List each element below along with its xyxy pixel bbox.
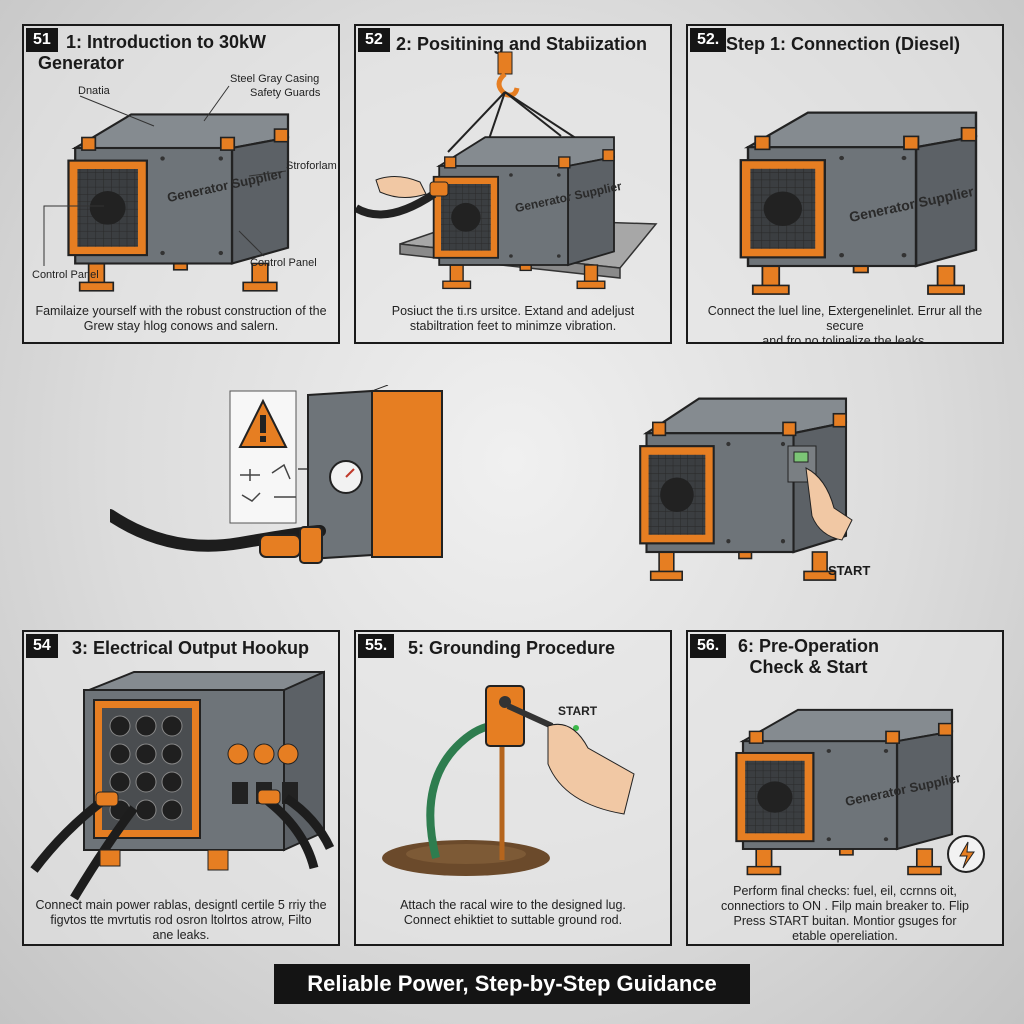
panel-title-line1: 1: Introduction to 30kW [66,32,266,52]
lifting-illustration [356,51,658,290]
panel-electrical-output: 54 3: Electrical Output Hookup Connect m… [22,630,340,946]
callout-control-panel-left: Control Panel [32,269,99,281]
start-label: START [558,704,598,718]
panel-title-line2: Check & Start [749,657,868,677]
panel-caption: Familaize yourself with the robust const… [35,304,327,333]
panel-caption: Perform final checks: fuel, eil, ccrnns … [720,884,969,943]
panel-caption: Posiuct the ti.rs ursitce. Extand and ad… [391,304,635,333]
callout-safety-guards: Safety Guards [250,87,321,99]
panel-title: 5: Grounding Procedure [408,638,616,658]
panel-positioning: 52 2: Positining and Stabiization Genera… [354,24,672,344]
step-number: 55. [358,634,395,658]
step-number: 51 [26,28,58,52]
generator-illustration [735,708,985,876]
panel-title: 2: Positining and Stabiization [396,34,648,54]
start-button-illustration [639,397,853,582]
panel-title: 1: Introduction to 30kW Generator [38,32,266,74]
footer-banner: Reliable Power, Step-by-Step Guidance [274,964,750,1004]
panel-title: 3: Electrical Output Hookup [72,638,310,658]
fuel-connection-illustration [110,385,443,564]
callout-top-left: Dnatia [78,85,110,97]
step-number: 52. [690,28,727,52]
panel-title-line2: Generator [38,53,125,73]
panel-caption: Connect the luel line, Extergenelinlet. … [707,304,983,344]
panel-title: Step 1: Connection (Diesel) [726,34,961,54]
panel-pre-operation: 56. 6: Pre-Operation Check & Start Gener… [686,630,1004,946]
panel-fuel-connection: 52. Step 1: Connection (Diesel) Generato… [686,24,1004,344]
callout-mid-right: Stroforlam [286,160,337,172]
step-number: 52 [358,28,390,52]
start-label: START [828,563,871,578]
panel-title-line1: 6: Pre-Operation [738,636,880,656]
generator-illustration [739,111,978,296]
step-number: 56. [690,634,727,658]
panel-title: 6: Pre-Operation Check & Start [738,636,879,678]
callout-casing: Steel Gray Casing [230,73,320,85]
grounding-illustration [382,685,635,876]
generator-illustration [43,85,290,292]
panel-caption: Connect main power rablas, designtl cert… [35,898,327,942]
panel-caption: Attach the racal wire to the designed lu… [400,898,626,927]
callout-control-panel-right: Control Panel [250,257,317,269]
panel-introduction: 51 1: Introduction to 30kW Generator Dna… [22,24,340,344]
outlet-panel-illustration [30,670,335,901]
step-number: 54 [26,634,58,658]
panel-grounding: 55. 5: Grounding Procedure START Attach … [354,630,672,946]
